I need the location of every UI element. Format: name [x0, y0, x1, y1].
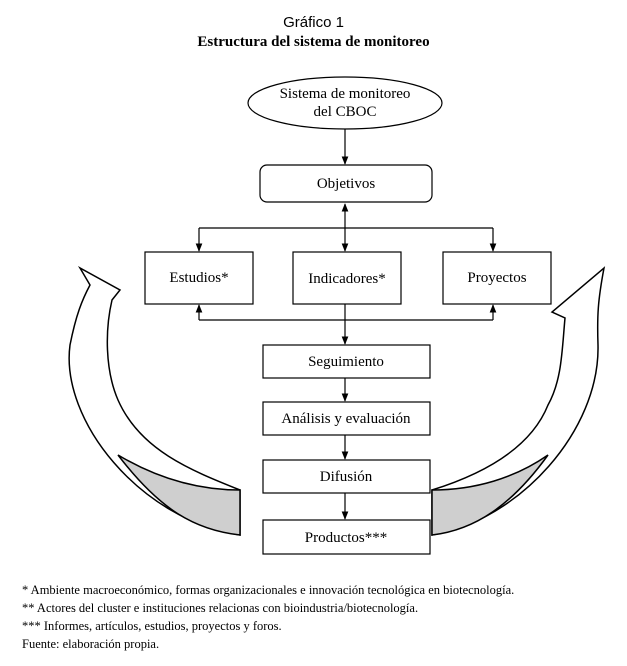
footnote-3: *** Informes, artículos, estudios, proye…	[22, 619, 282, 633]
footnotes: * Ambiente macroeconómico, formas organi…	[22, 581, 622, 653]
objectives-label: Objetivos	[317, 176, 375, 192]
connectors	[195, 129, 497, 520]
products-box	[262, 519, 431, 555]
analysis-label: Análisis y evaluación	[281, 411, 411, 427]
projects-box	[442, 251, 552, 305]
products-label: Productos***	[305, 530, 388, 546]
figure-label: Gráfico 1	[283, 14, 344, 31]
system-label-line1: Sistema de monitoreo	[280, 86, 411, 102]
flow-diagram: Sistema de monitoreo del CBOC Objetivos …	[68, 76, 606, 555]
follow-up-label: Seguimiento	[308, 354, 384, 370]
objectives-box	[259, 164, 433, 203]
indicators-label: Indicadores*	[308, 271, 385, 287]
diffusion-label: Difusión	[320, 469, 373, 485]
studies-label: Estudios*	[169, 270, 228, 286]
source-note: Fuente: elaboración propia.	[22, 637, 160, 651]
diffusion-box	[262, 459, 431, 494]
footnote-1: * Ambiente macroeconómico, formas organi…	[22, 583, 515, 597]
right-feedback-arrow	[431, 266, 606, 536]
studies-box	[144, 251, 254, 305]
projects-label: Proyectos	[467, 270, 526, 286]
footnote-2: ** Actores del cluster e instituciones r…	[22, 601, 419, 615]
left-feedback-arrow	[68, 266, 241, 536]
indicators-box	[292, 251, 402, 305]
system-label-line2: del CBOC	[314, 104, 377, 120]
system-ellipse	[247, 76, 443, 130]
analysis-box	[262, 401, 431, 436]
diagram-title: Estructura del sistema de monitoreo	[197, 34, 430, 50]
follow-up-box	[262, 344, 431, 379]
